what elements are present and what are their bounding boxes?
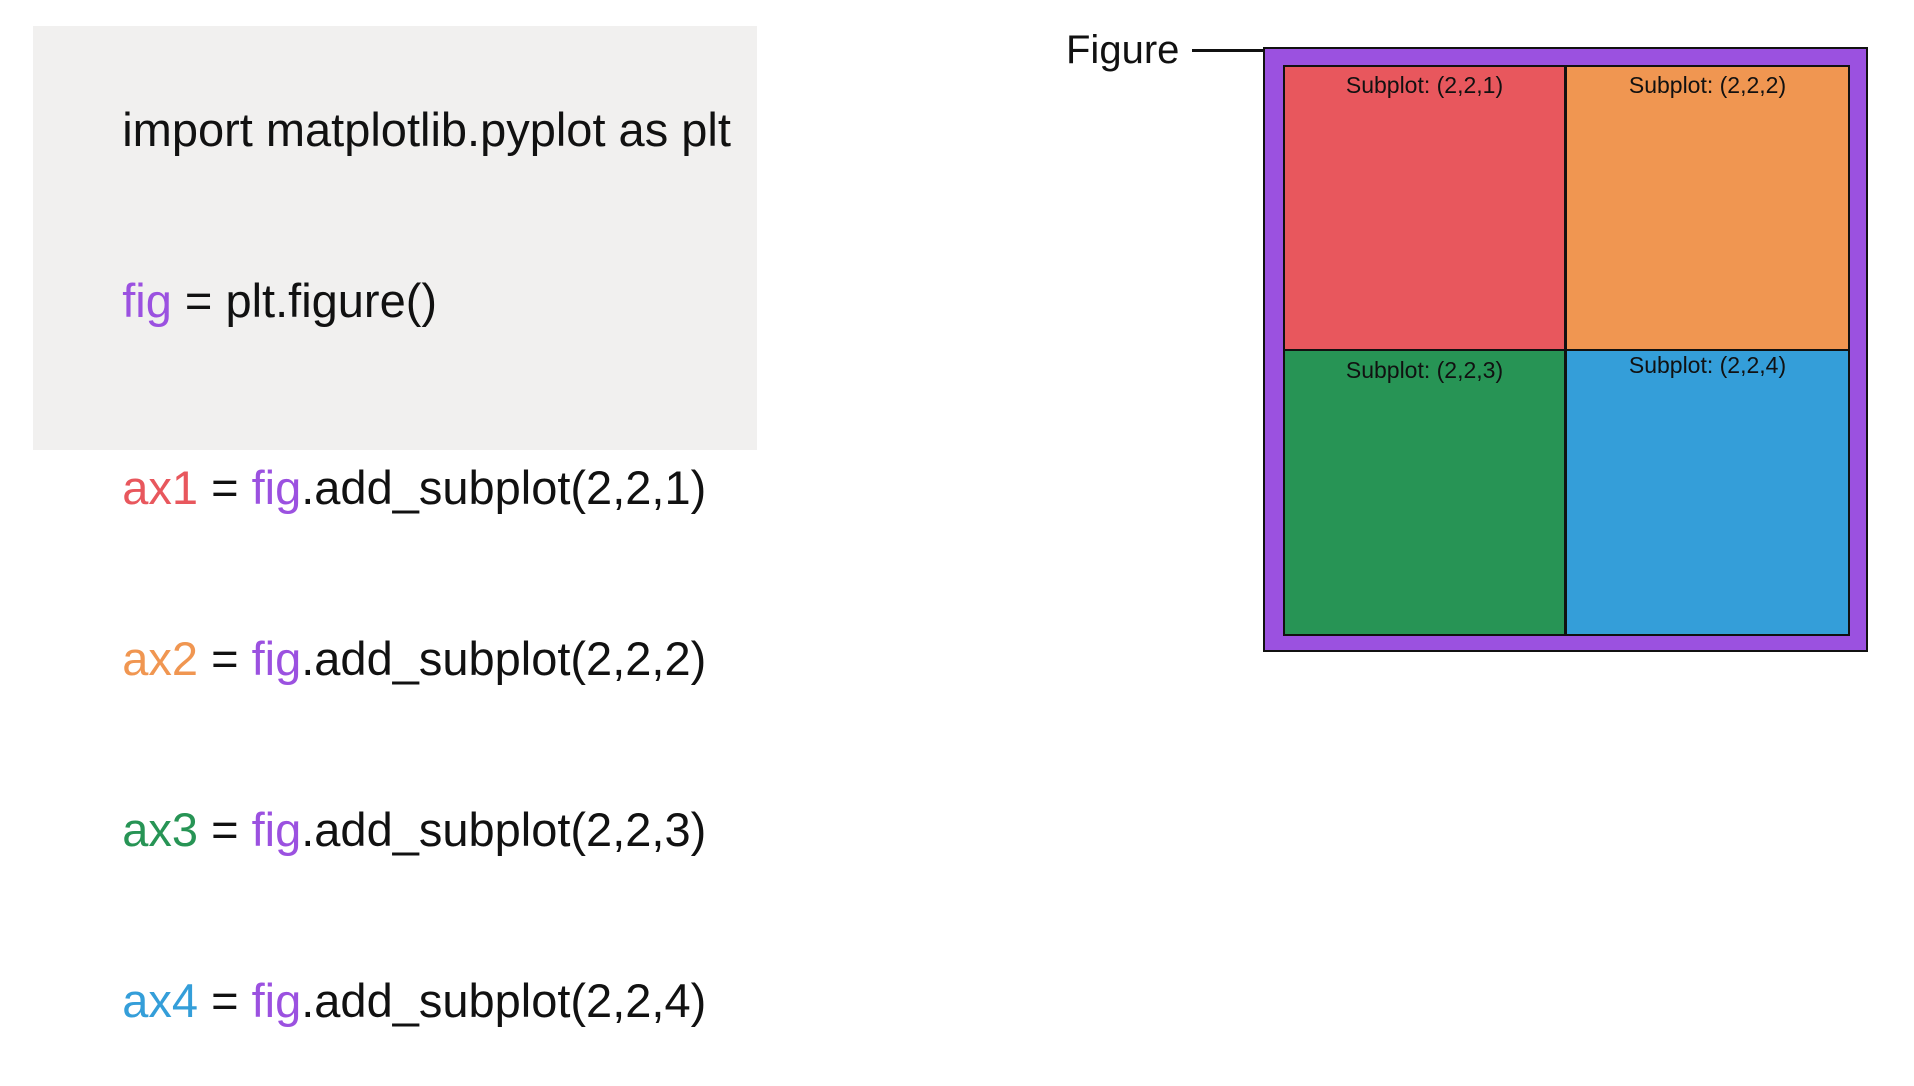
subplot-label-3: Subplot: (2,2,3) bbox=[1345, 357, 1504, 383]
add-subplot-call: .add_subplot(2,2,3) bbox=[301, 803, 707, 856]
code-line-ax2: ax2 = fig.add_subplot(2,2,2) bbox=[70, 573, 757, 744]
figure-label: Figure bbox=[1066, 28, 1180, 72]
fig-reference: fig bbox=[251, 803, 302, 856]
assign-operator: = bbox=[198, 803, 252, 856]
ax3-variable: ax3 bbox=[122, 803, 199, 856]
code-line-ax3: ax3 = fig.add_subplot(2,2,3) bbox=[70, 744, 757, 915]
subplot-grid: Subplot: (2,2,1) Subplot: (2,2,2) Subplo… bbox=[1283, 65, 1850, 636]
subplot-cell-1: Subplot: (2,2,1) bbox=[1285, 67, 1567, 351]
subplot-cell-2: Subplot: (2,2,2) bbox=[1567, 67, 1848, 351]
figure-call: = plt.figure() bbox=[171, 274, 438, 327]
add-subplot-call: .add_subplot(2,2,1) bbox=[301, 461, 707, 514]
subplot-label-4: Subplot: (2,2,4) bbox=[1628, 352, 1787, 378]
code-line-import: import matplotlib.pyplot as plt bbox=[70, 44, 757, 215]
subplot-cell-3: Subplot: (2,2,3) bbox=[1285, 351, 1567, 634]
ax1-variable: ax1 bbox=[122, 461, 199, 514]
assign-operator: = bbox=[198, 632, 252, 685]
code-line-ax1: ax1 = fig.add_subplot(2,2,1) bbox=[70, 402, 757, 573]
assign-operator: = bbox=[198, 461, 252, 514]
fig-reference: fig bbox=[251, 632, 302, 685]
subplot-label-1: Subplot: (2,2,1) bbox=[1345, 72, 1504, 98]
ax2-variable: ax2 bbox=[122, 632, 199, 685]
subplot-cell-4: Subplot: (2,2,4) bbox=[1567, 351, 1848, 634]
assign-operator: = bbox=[198, 974, 252, 1027]
import-statement: import matplotlib.pyplot as plt bbox=[122, 103, 731, 156]
subplot-label-2: Subplot: (2,2,2) bbox=[1628, 72, 1787, 98]
fig-variable: fig bbox=[122, 274, 172, 327]
add-subplot-call: .add_subplot(2,2,4) bbox=[301, 974, 707, 1027]
ax4-variable: ax4 bbox=[122, 974, 199, 1027]
code-line-figure: fig = plt.figure() bbox=[70, 215, 757, 386]
fig-reference: fig bbox=[251, 974, 302, 1027]
code-line-ax4: ax4 = fig.add_subplot(2,2,4) bbox=[70, 915, 757, 1086]
fig-reference: fig bbox=[251, 461, 302, 514]
code-snippet-panel: import matplotlib.pyplot as plt fig = pl… bbox=[33, 26, 757, 1027]
figure-leader-line bbox=[1192, 49, 1264, 52]
figure-frame: Subplot: (2,2,1) Subplot: (2,2,2) Subplo… bbox=[1263, 47, 1868, 652]
add-subplot-call: .add_subplot(2,2,2) bbox=[301, 632, 707, 685]
